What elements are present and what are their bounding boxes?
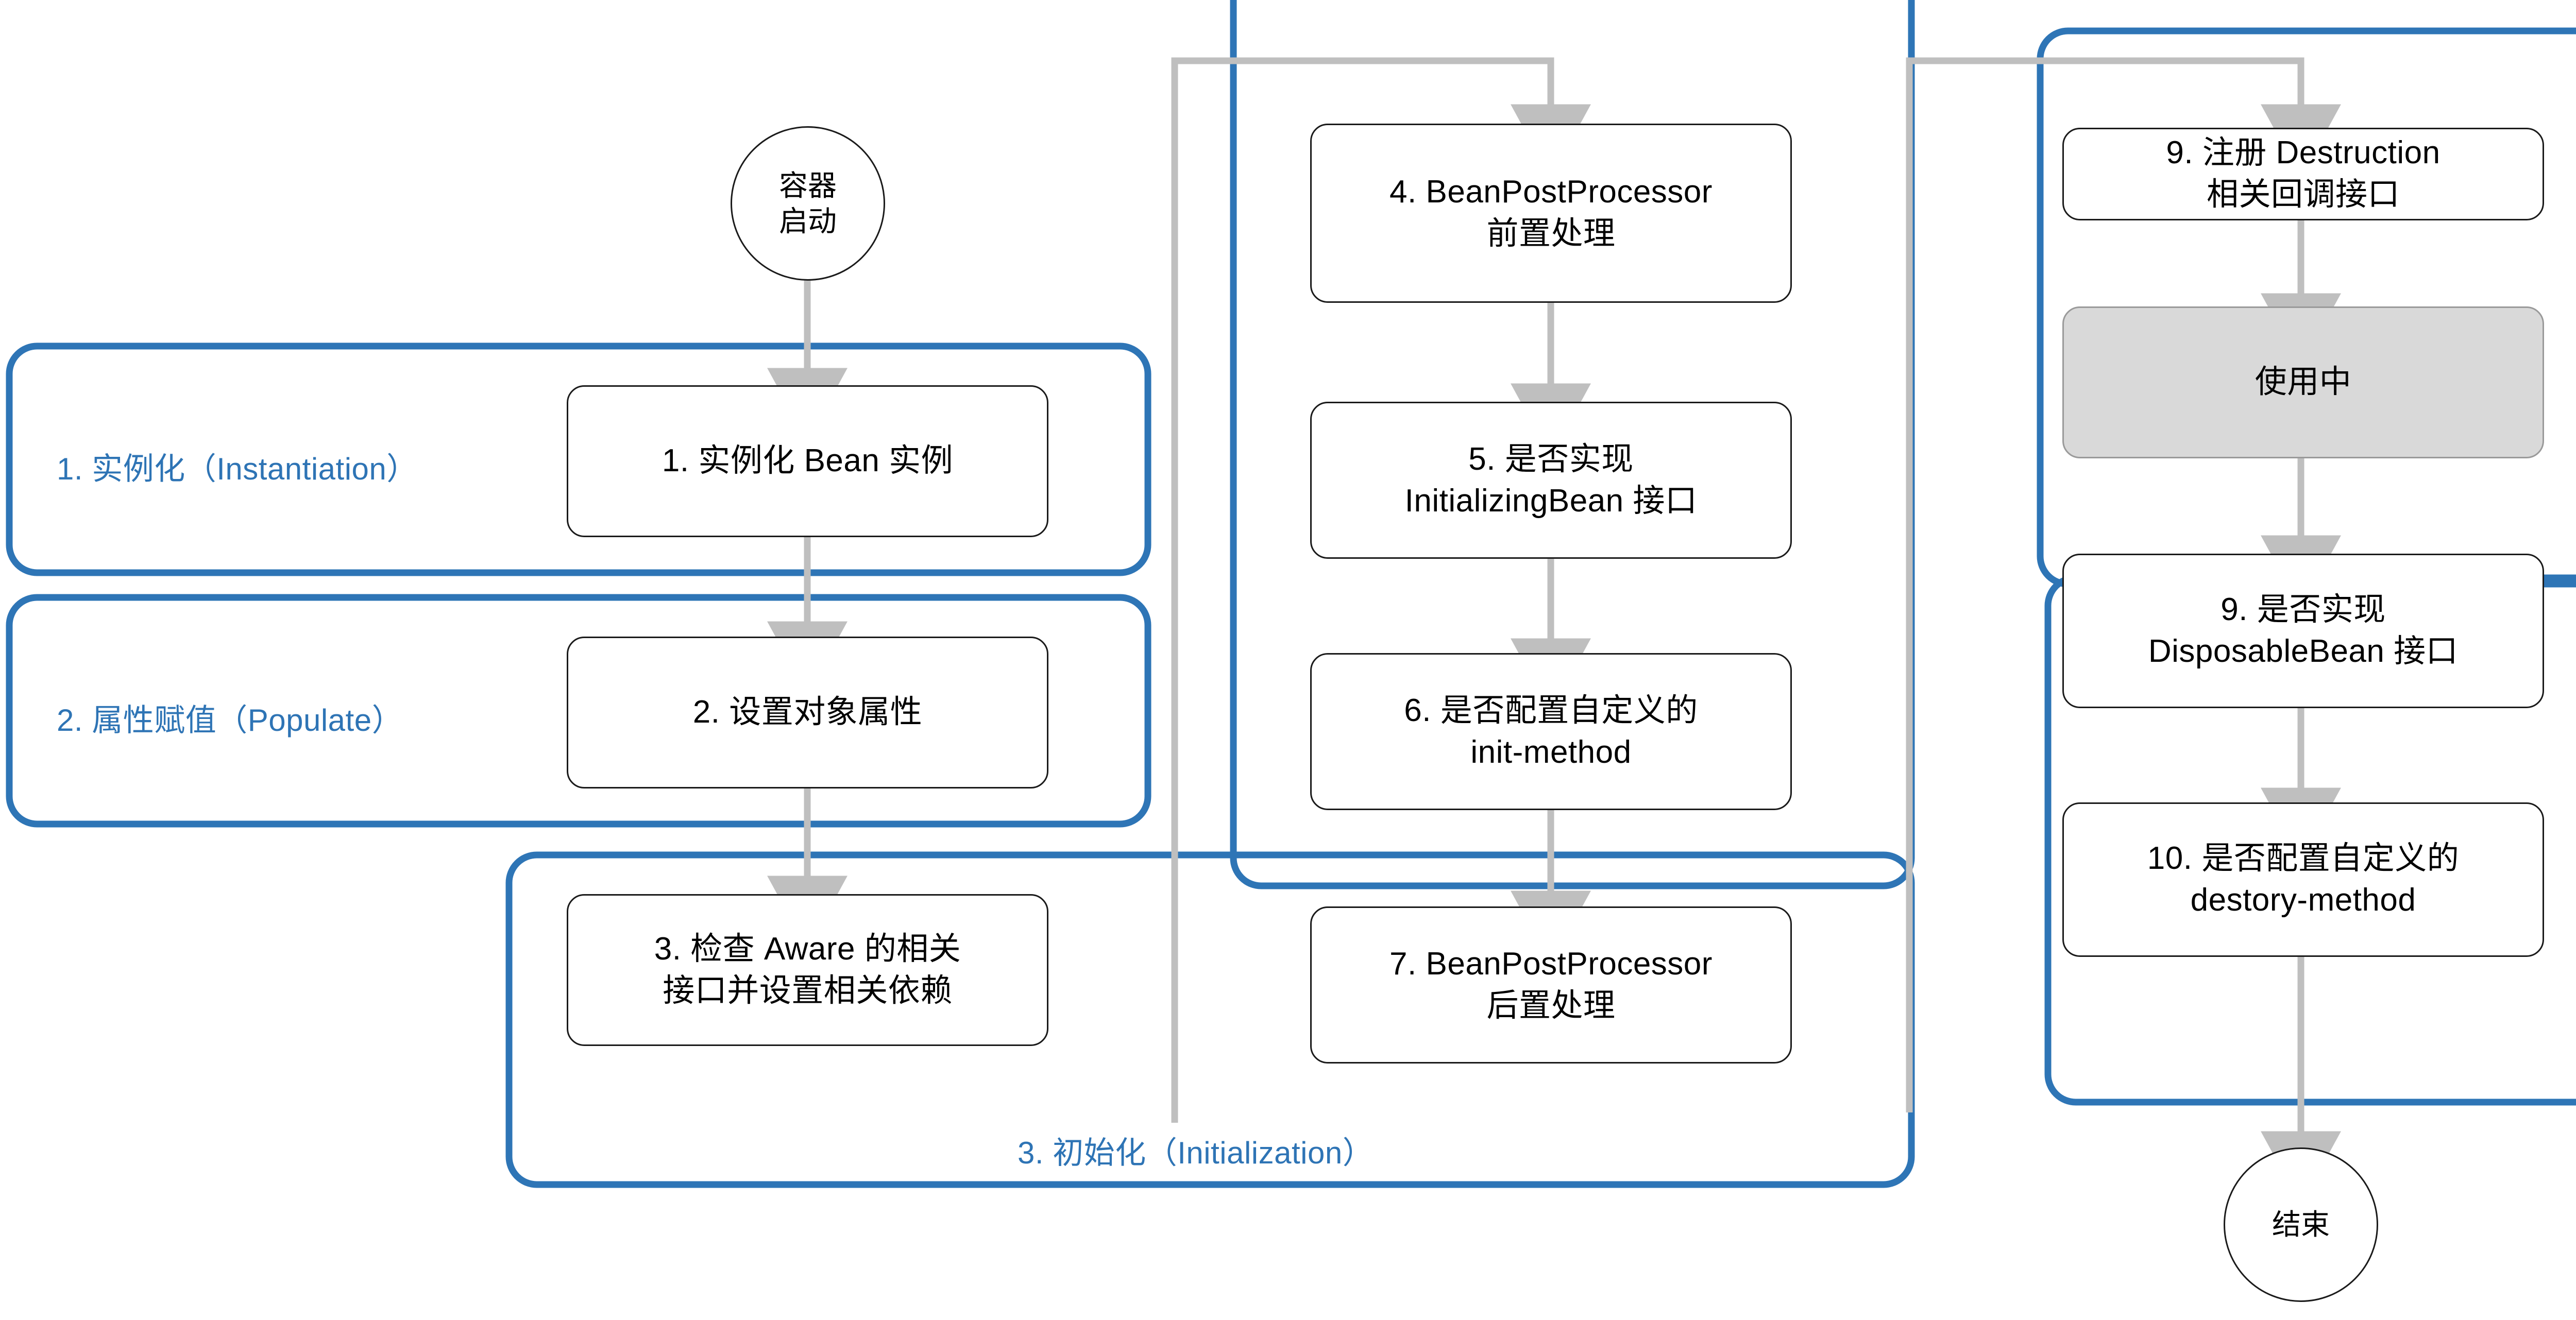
- phase-label-initialization: 3. 初始化（Initialization）: [1018, 1136, 1374, 1170]
- node-disposablebean-interface[interactable]: 9. 是否实现 DisposableBean 接口: [2062, 554, 2544, 708]
- node-populate-properties[interactable]: 2. 设置对象属性: [567, 637, 1048, 788]
- node-init-method[interactable]: 6. 是否配置自定义的 init-method: [1310, 653, 1792, 810]
- node-initializingbean-interface[interactable]: 5. 是否实现 InitializingBean 接口: [1310, 402, 1792, 559]
- terminator-start: 容器 启动: [731, 126, 885, 281]
- node-destroy-method[interactable]: 10. 是否配置自定义的 destory-method: [2062, 802, 2544, 957]
- phase-label-instantiation: 1. 实例化（Instantiation）: [57, 452, 418, 486]
- node-in-use[interactable]: 使用中: [2062, 306, 2544, 458]
- terminator-end: 结束: [2224, 1147, 2378, 1302]
- node-beanpostprocessor-after[interactable]: 7. BeanPostProcessor 后置处理: [1310, 906, 1792, 1064]
- node-beanpostprocessor-before[interactable]: 4. BeanPostProcessor 前置处理: [1310, 124, 1792, 303]
- node-aware-interfaces[interactable]: 3. 检查 Aware 的相关 接口并设置相关依赖: [567, 894, 1048, 1046]
- phase-label-populate: 2. 属性赋值（Populate）: [57, 703, 403, 738]
- node-instantiate-bean[interactable]: 1. 实例化 Bean 实例: [567, 385, 1048, 537]
- node-register-destruction-callbacks[interactable]: 9. 注册 Destruction 相关回调接口: [2062, 128, 2544, 220]
